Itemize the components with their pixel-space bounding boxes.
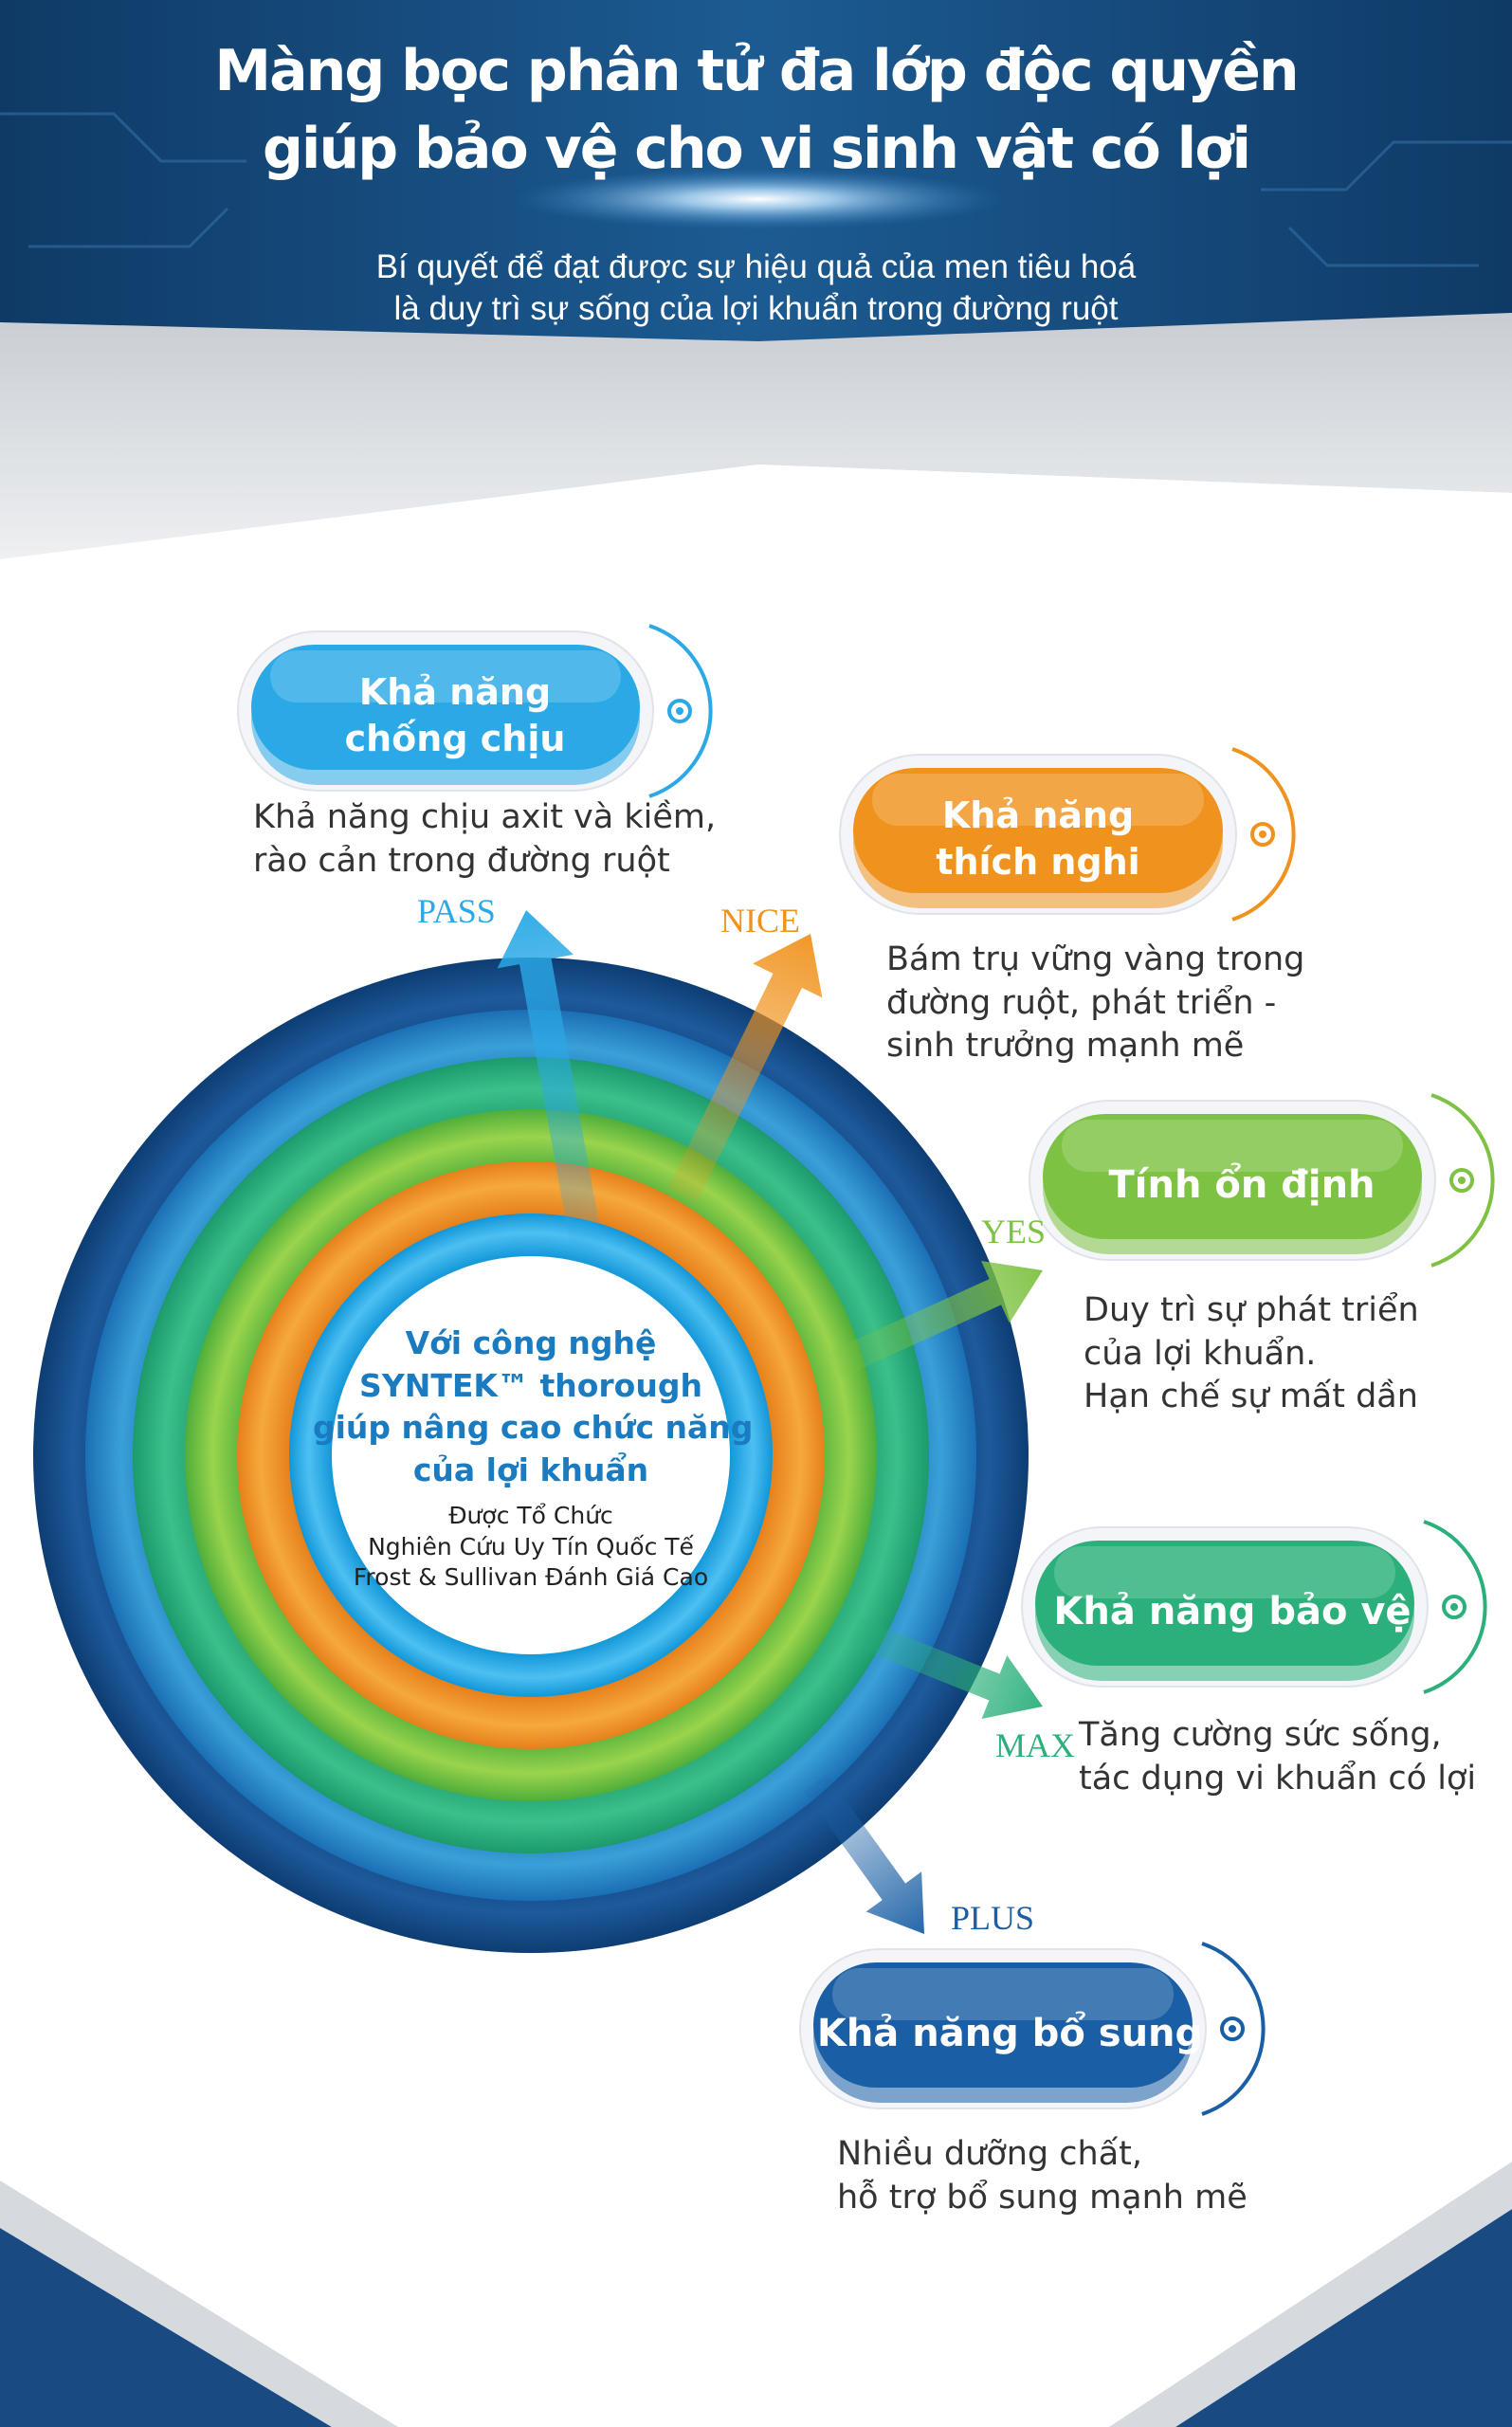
center-line3: giúp nâng cao chức năng [313, 1409, 754, 1447]
arrow-3 [847, 1617, 1043, 1719]
pill-arc-0 [648, 624, 713, 798]
pill-highlight-4 [832, 1968, 1174, 2020]
tag-yes: YES [981, 1213, 1047, 1250]
ring-diagram [33, 958, 1029, 1953]
center-line4: của lợi khuẩn [412, 1451, 649, 1488]
light-glow [512, 169, 1005, 229]
pill-body-1 [853, 768, 1223, 893]
ring-center [332, 1256, 730, 1654]
pill-highlight-1 [872, 774, 1204, 826]
feature-plus-title: Khả năng bổ sung [816, 2012, 1203, 2055]
pill-highlight-0 [270, 650, 621, 703]
pills-layer [237, 624, 1495, 2116]
pill-4 [799, 1942, 1266, 2116]
center-sub2: Nghiên Cứu Uy Tín Quốc Tế [368, 1532, 694, 1560]
header-silver-band [0, 313, 1512, 559]
center-line2: SYNTEK™ thorough [359, 1366, 702, 1404]
header-title-line1: Màng bọc phân tử đa lớp độc quyền [214, 38, 1299, 104]
pill-1 [839, 747, 1296, 922]
pill-dot-inner-0 [676, 707, 683, 715]
pill-2 [1029, 1093, 1495, 1268]
circuit-decoration [0, 112, 1512, 267]
tag-pass: PASS [417, 892, 496, 930]
center-line1: Với công nghệ [405, 1324, 657, 1361]
pill-dot-inner-4 [1229, 2025, 1236, 2033]
pill-body-3 [1035, 1541, 1414, 1666]
arrow-1 [667, 934, 823, 1202]
arrow-4 [803, 1774, 924, 1934]
pill-0 [237, 624, 713, 798]
pill-arc-3 [1423, 1520, 1487, 1694]
pill-highlight-2 [1062, 1120, 1403, 1172]
header-subtitle-line1: Bí quyết để đạt được sự hiệu quả của men… [375, 248, 1137, 285]
header-subtitle-line2: là duy trì sự sống của lợi khuẩn trong đ… [393, 290, 1119, 327]
pill-body-2 [1043, 1114, 1422, 1239]
pill-arc-1 [1231, 747, 1296, 922]
arrow-2 [828, 1261, 1043, 1378]
feature-yes-title: Tính ổn định [1108, 1163, 1375, 1207]
feature-pass-desc: Khả năng chịu axit và kiềm,rào cản trong… [253, 798, 717, 880]
pill-body-0 [251, 645, 640, 770]
pill-arc-2 [1430, 1093, 1495, 1268]
center-sub1: Được Tổ Chức [448, 1502, 613, 1530]
tag-nice: NICE [720, 902, 800, 940]
body-start [0, 465, 1512, 569]
pill-dot-inner-3 [1450, 1603, 1458, 1611]
pill-highlight-3 [1054, 1546, 1395, 1598]
bottom-right-silver [1109, 2162, 1512, 2427]
arrows-layer [497, 910, 1043, 1934]
tag-max: MAX [995, 1726, 1076, 1764]
center-text: Với công nghệ SYNTEK™ thorough giúp nâng… [313, 1323, 754, 1594]
pill-dot-inner-1 [1259, 830, 1266, 838]
feature-max-desc: Tăng cường sức sống,tác dụng vi khuẩn có… [1079, 1716, 1477, 1797]
pill-arc-4 [1201, 1942, 1266, 2116]
pill-dot-inner-2 [1458, 1177, 1466, 1184]
center-sub3: Frost & Sullivan Đánh Giá Cao [353, 1563, 709, 1592]
bottom-left-silver [0, 2181, 398, 2427]
header-title-line2: giúp bảo vệ cho vi sinh vật có lợi [262, 116, 1251, 182]
feature-plus-desc: Nhiều dưỡng chất,hỗ trợ bổ sung mạnh mẽ [837, 2135, 1248, 2217]
feature-max-title: Khả năng bảo vệ [1053, 1590, 1412, 1633]
tag-plus: PLUS [951, 1899, 1035, 1937]
pill-3 [1021, 1520, 1487, 1694]
pill-body-4 [813, 1962, 1193, 2088]
arrow-0 [497, 910, 604, 1254]
